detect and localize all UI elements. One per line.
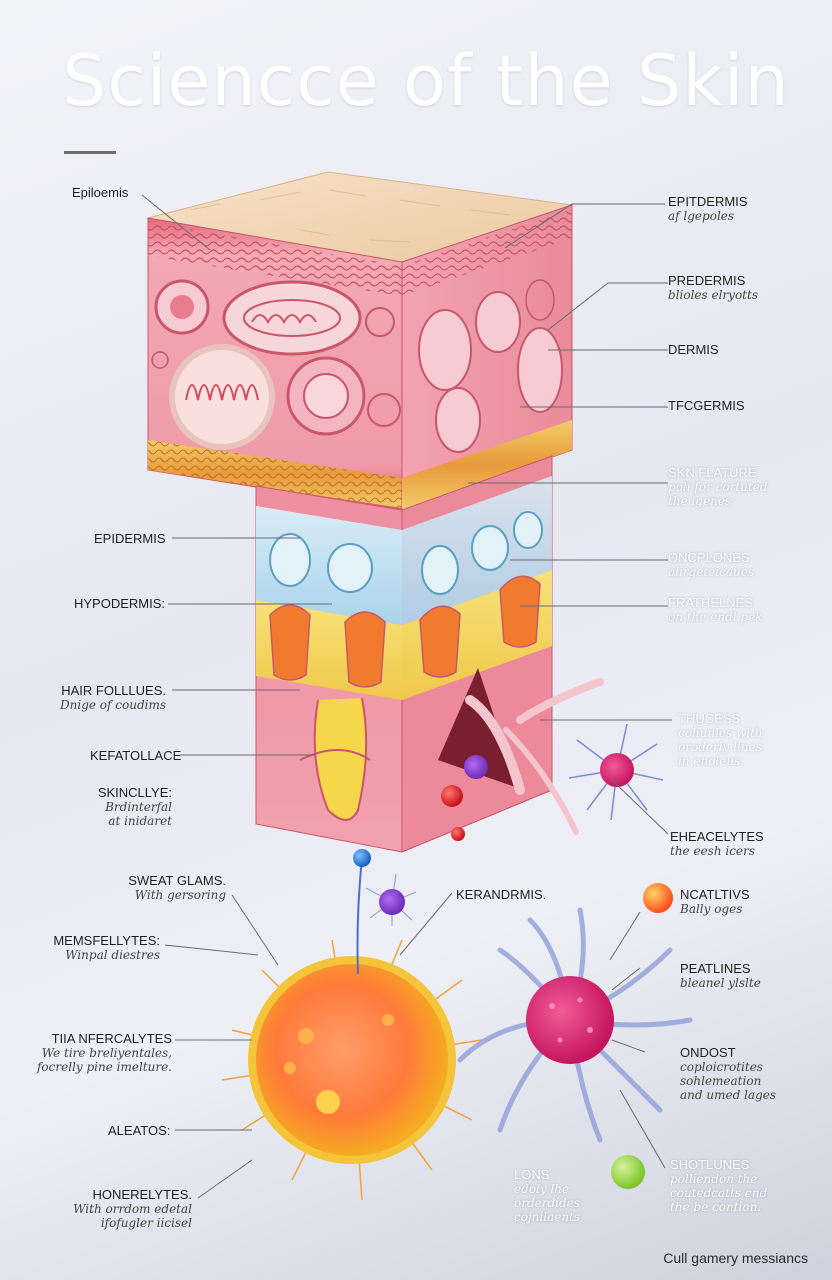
label-tiia-nfercalytes: TIIA NFERCALYTES We tire breliyentales, … [14, 1031, 172, 1075]
label-title: Epiloemis [72, 185, 129, 200]
label-title: ONCPLONES [668, 550, 750, 565]
label-subtitle: blioles elryotts [668, 288, 758, 302]
label-lons: LONS edoly lhe orderdides cojnilaents [514, 1167, 581, 1225]
label-subtitle: Brdinterfal at inidaret [105, 800, 172, 828]
label-subtitle: alirgeteicaues [668, 565, 754, 579]
label-title: PREDERMIS [668, 273, 746, 288]
label-title: SKINCLLYE: [97, 785, 172, 800]
label-title: TFCGERMIS [668, 398, 745, 413]
label-title: SWEAT GLAMS. [128, 873, 226, 888]
label-title: ONDOST [680, 1045, 736, 1060]
label-subtitle: on the endl pek [668, 610, 763, 624]
label-title: DERMIS [668, 342, 719, 357]
label-epitdermis: EPITDERMIS af lgepoles [668, 194, 748, 224]
label-title: PEATLINES [680, 961, 751, 976]
label-aleatos: ALEATOS: [108, 1124, 170, 1138]
label-epiloemis: Epiloemis [72, 186, 128, 200]
label-title: TIIA NFERCALYTES [51, 1031, 172, 1046]
label-kerandrmis: KERANDRMIS. [456, 888, 546, 902]
label-subtitle: Winpal diestres [65, 948, 160, 962]
label-title: KERANDRMIS. [456, 887, 547, 902]
label-title: EHEACELYTES [670, 829, 764, 844]
label-subtitle: We tire breliyentales, focrelly pine ime… [36, 1046, 172, 1074]
label-title: MEMSFELLYTES: [53, 933, 160, 948]
label-subtitle: coploicrotites sohlemeation and umed lag… [680, 1060, 777, 1102]
purple-cell-stalk [353, 849, 417, 975]
label-title: HAIR FOLLLUES. [61, 683, 166, 698]
label-subtitle: Bally oges [680, 902, 743, 916]
label-title: EPIDERMIS [94, 531, 166, 546]
label-frathelnes: FRATHELNES on the endl pek [668, 595, 763, 625]
label-predermis: PREDERMIS blioles elryotts [668, 273, 758, 303]
footer-caption: Cull gamery messiancs [663, 1250, 808, 1266]
label-subtitle: af lgepoles [668, 209, 735, 223]
label-kefatollace: KEFATOLLACE [90, 749, 181, 763]
label-subtitle: bleanel ylslte [680, 976, 761, 990]
lower-column [255, 455, 604, 853]
label-hair-follicles: HAIR FOLLLUES. Dnige of coudims [36, 683, 166, 713]
large-orange-cell [221, 939, 483, 1201]
label-oncplones: ONCPLONES alirgeteicaues [668, 550, 754, 580]
dermis-side-face [401, 204, 573, 511]
label-title: ALEATOS: [108, 1123, 171, 1138]
label-dermis: DERMIS [668, 343, 719, 357]
page-title: Sciencce of the Skin [62, 40, 790, 122]
label-skn-flature: SKN FLATURE poli for cortuted the igenes [668, 465, 768, 509]
label-title: SHOTLUNES [670, 1157, 750, 1172]
label-title: NCATLTIVS [680, 887, 750, 902]
label-tfcgermis: TFCGERMIS [668, 399, 745, 413]
label-epidermis-left: EPIDERMIS [94, 532, 166, 546]
label-subtitle: With gersoring [134, 888, 226, 902]
title-underline [64, 151, 116, 154]
label-ondost: ONDOST coploicrotites sohlemeation and u… [680, 1045, 777, 1103]
label-subtitle: poli for cortuted the igenes [668, 480, 768, 508]
label-memsfellytes: MEMSFELLYTES: Winpal diestres [28, 933, 160, 963]
label-eheacelytes: EHEACELYTES the eesh icers [670, 829, 764, 859]
label-ncatltivs: NCATLTIVS Bally oges [680, 887, 750, 917]
label-subtitle: With orrdom edetal ifofugler iicisel [73, 1202, 192, 1230]
label-subtitle: Dnige of coudims [60, 698, 166, 712]
label-title: SKN FLATURE [668, 465, 757, 480]
large-magenta-cell [457, 883, 693, 1189]
label-title: FRATHELNES [668, 595, 753, 610]
label-peatlines: PEATLINES bleanel ylslte [680, 961, 761, 991]
label-title: THUCESS [678, 711, 741, 726]
label-honerelytes: HONERELYTES. With orrdom edetal ifofugle… [40, 1187, 192, 1231]
label-hypodermis: HYPODERMIS: [74, 597, 165, 611]
label-subtitle: polliendon the coutedcatts end the be co… [670, 1172, 768, 1214]
label-title: EPITDERMIS [668, 194, 748, 209]
label-title: HYPODERMIS: [74, 596, 166, 611]
label-subtitle: the eesh icers [670, 844, 755, 858]
dermis-front-face [147, 217, 403, 511]
label-shotlunes: SHOTLUNES polliendon the coutedcatts end… [670, 1157, 768, 1215]
label-thucess: THUCESS coliunles with oroderly lines in… [678, 711, 763, 769]
label-title: LONS [514, 1167, 550, 1182]
small-immune-cell [568, 723, 664, 821]
leader-lines [141, 194, 672, 1199]
label-title: HONERELYTES. [92, 1187, 192, 1202]
label-title: KEFATOLLACE [90, 748, 182, 763]
label-sweat-glams: SWEAT GLAMS. With gersoring [90, 873, 226, 903]
label-subtitle: coliunles with oroderly lines in enoleus… [678, 726, 763, 768]
label-skincllye: SKINCLLYE: Brdinterfal at inidaret [40, 785, 172, 829]
label-subtitle: edoly lhe orderdides cojnilaents [514, 1182, 581, 1224]
